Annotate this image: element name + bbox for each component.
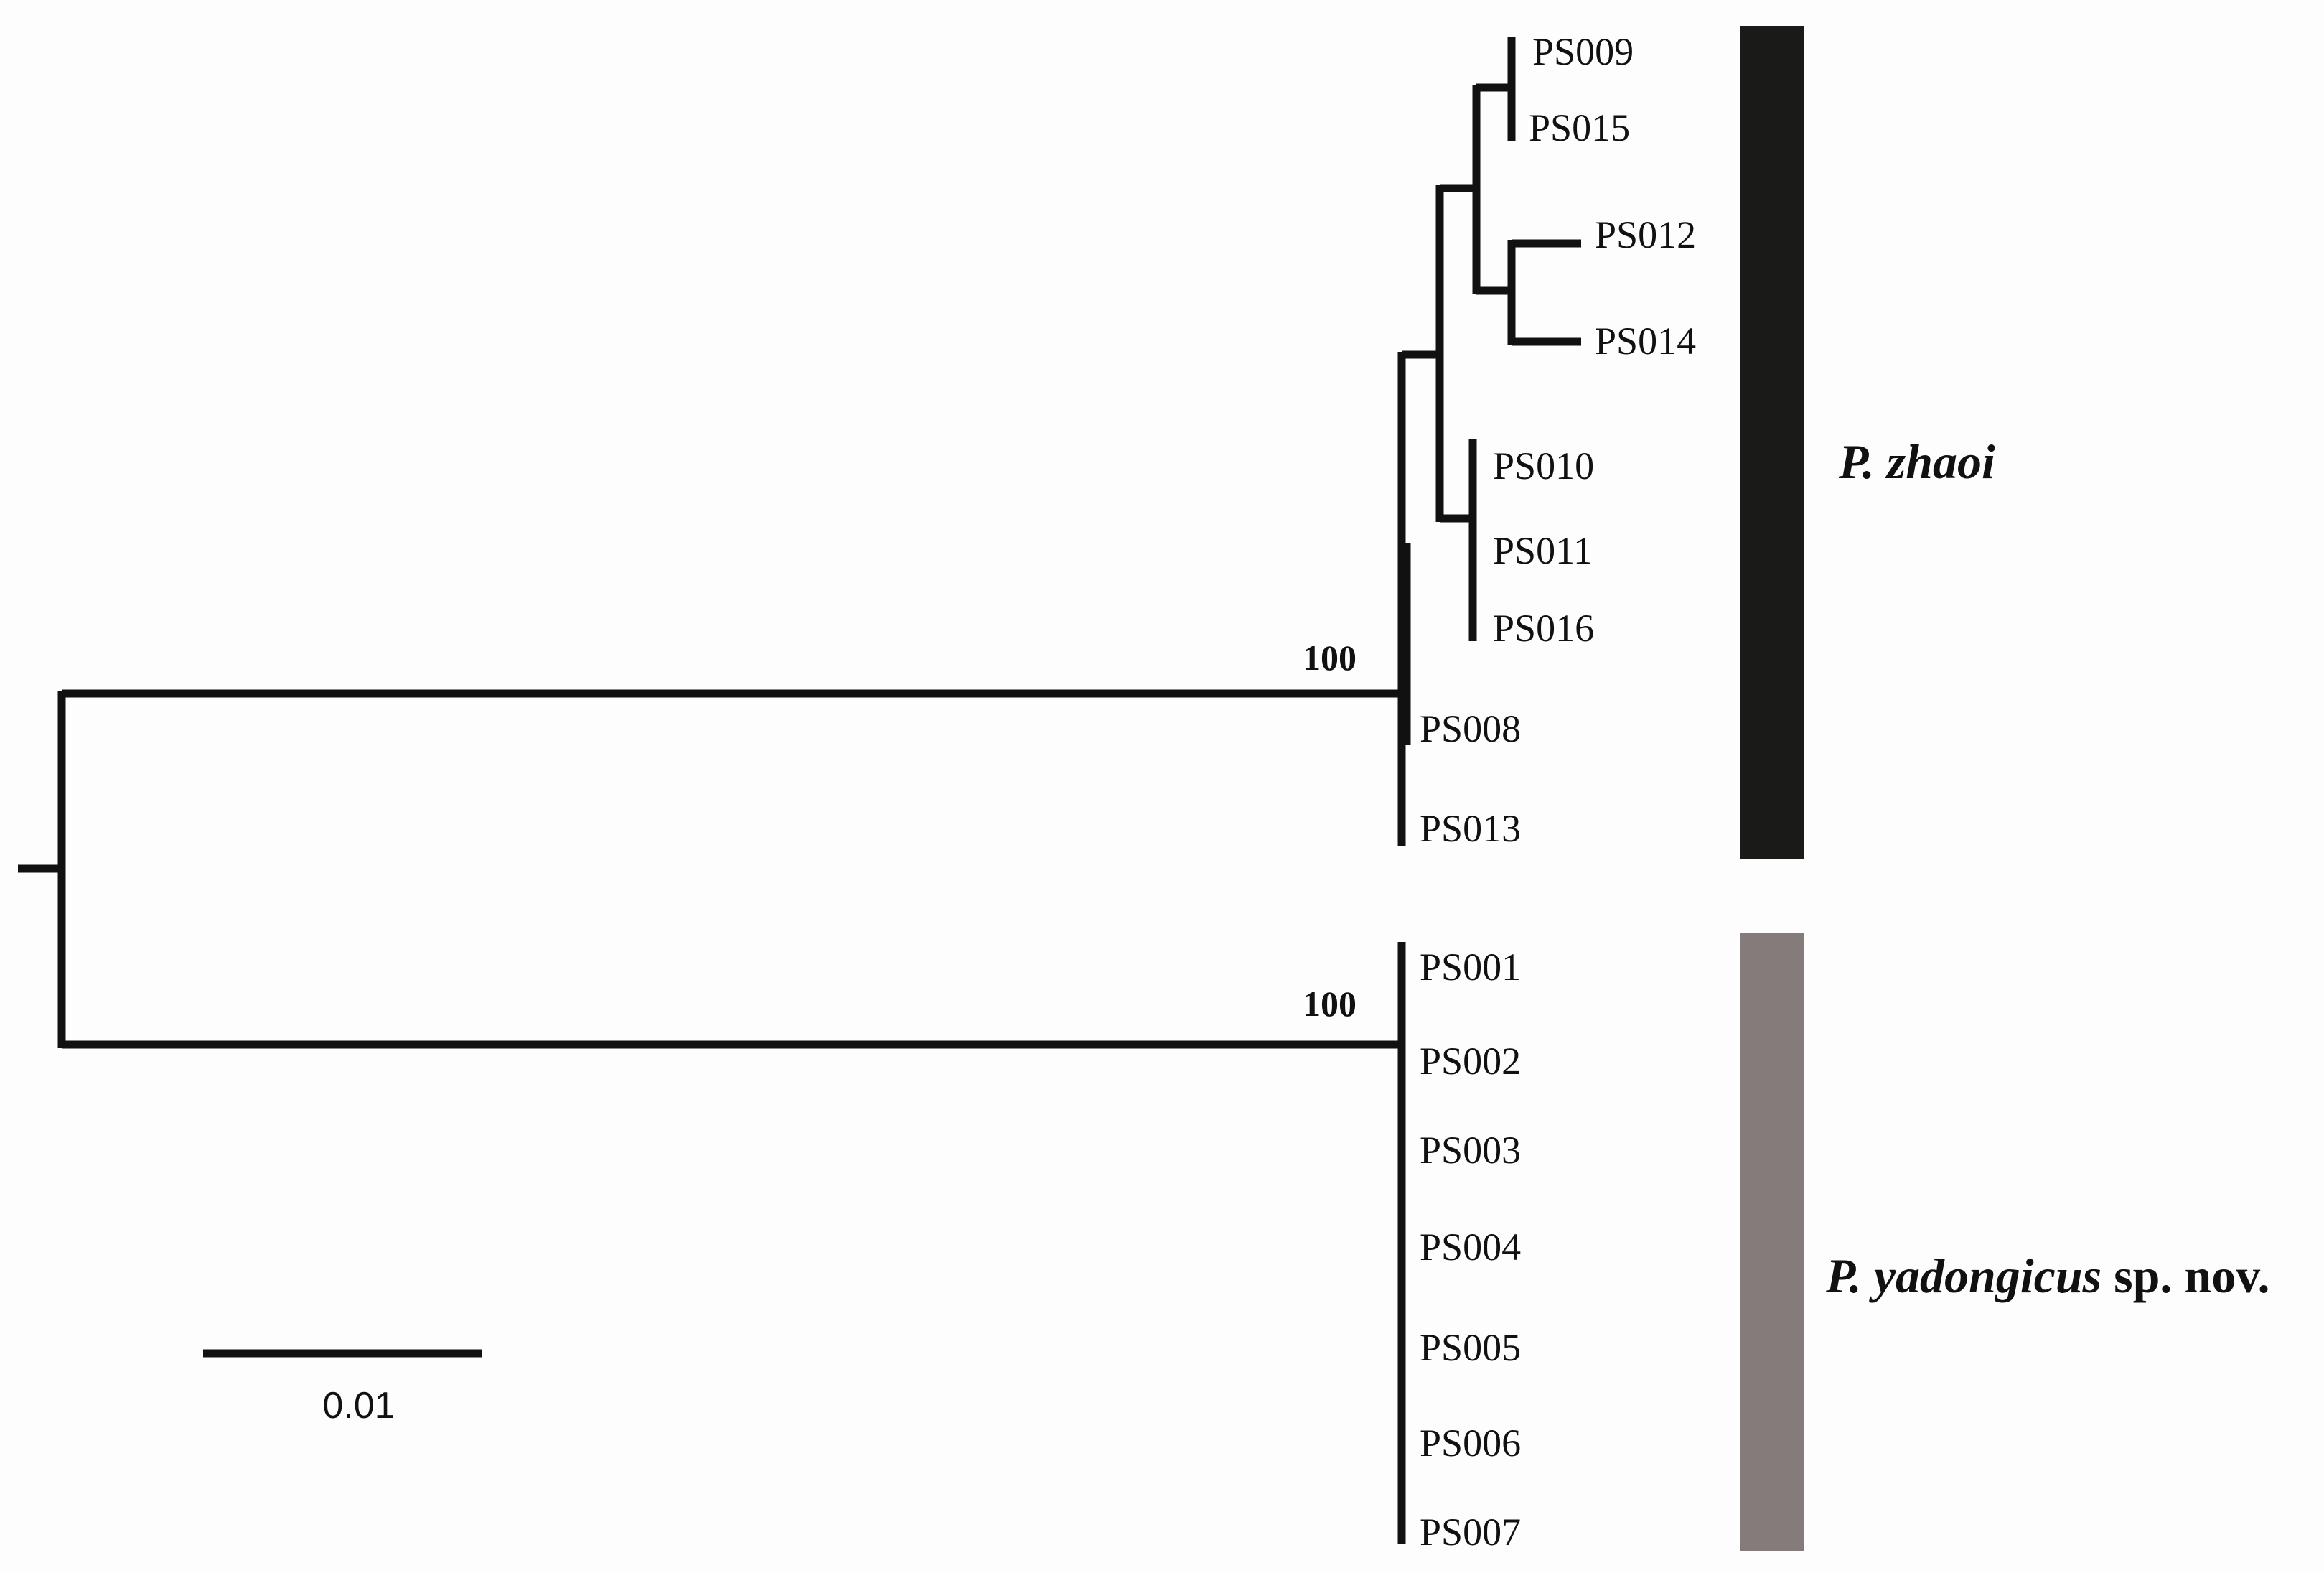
tip-label-ps016: PS016 — [1493, 607, 1594, 650]
support-value-zhaoi: 100 — [1303, 638, 1357, 678]
clade-name-zhaoi: P. zhaoi — [1838, 434, 1995, 489]
tip-label-ps012: PS012 — [1595, 213, 1696, 256]
tip-label-ps007: PS007 — [1420, 1511, 1521, 1554]
clade-bar-yadongicus — [1740, 933, 1804, 1551]
tip-label-ps003: PS003 — [1420, 1129, 1521, 1172]
tip-label-ps005: PS005 — [1420, 1326, 1521, 1369]
clade-bar-zhaoi — [1740, 26, 1804, 859]
tip-label-ps004: PS004 — [1420, 1226, 1521, 1269]
tip-label-ps006: PS006 — [1420, 1422, 1521, 1465]
tip-label-ps002: PS002 — [1420, 1040, 1521, 1083]
scale-bar-label: 0.01 — [322, 1385, 395, 1427]
tip-label-ps013: PS013 — [1420, 807, 1521, 850]
support-value-yadongicus: 100 — [1303, 984, 1357, 1024]
clade-name-yadongicus: P. yadongicus sp. nov. — [1825, 1248, 2270, 1303]
clade-name-yadongicus-genus-species: P. yadongicus — [1825, 1248, 2102, 1303]
clade-name-yadongicus-suffix: sp. nov. — [2102, 1248, 2269, 1303]
clade-name-zhaoi-text: P. zhaoi — [1838, 434, 1995, 489]
tip-label-ps010: PS010 — [1493, 444, 1594, 487]
tip-label-ps014: PS014 — [1595, 319, 1696, 363]
tip-label-ps011: PS011 — [1493, 529, 1593, 572]
tip-label-ps009: PS009 — [1532, 30, 1634, 73]
tip-label-ps008: PS008 — [1420, 707, 1521, 750]
tip-label-ps001: PS001 — [1420, 946, 1521, 989]
tip-label-ps015: PS015 — [1529, 106, 1630, 149]
